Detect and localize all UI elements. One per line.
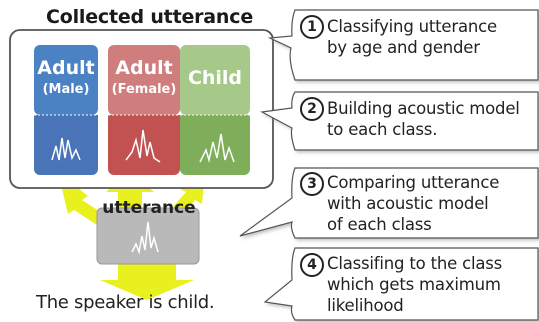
category-top: [180, 45, 250, 115]
step-line: Classifying utterance: [327, 17, 497, 36]
category-label-adult-female: Adult (Female): [108, 57, 180, 98]
category-top: [108, 45, 180, 115]
category-top: [34, 45, 98, 115]
utterance-box-bg: [96, 207, 200, 265]
category-main-label: Adult: [115, 57, 173, 79]
waveform-icon: [51, 137, 81, 161]
step-line: with acoustic model: [327, 194, 489, 213]
category-label-child: Child: [180, 67, 250, 90]
waveform-icon: [131, 221, 159, 255]
step-line: which gets maximum: [327, 275, 501, 294]
utterance-box: [96, 207, 200, 265]
step-line: to each class.: [327, 120, 438, 139]
category-main-label: Adult: [37, 57, 95, 79]
step-text-1: Classifying utterance by age and gender: [327, 16, 497, 58]
result-text: The speaker is child.: [36, 292, 215, 313]
category-sub-label: (Male): [42, 81, 90, 97]
arrow-down-result: [100, 262, 194, 300]
step-line: Comparing utterance: [327, 173, 500, 192]
step-line: of each class: [327, 215, 432, 234]
callout-step-1: [267, 9, 539, 81]
callout-step-2: [260, 91, 539, 151]
utterance-label: utterance: [102, 198, 196, 218]
step-line: likelihood: [327, 296, 404, 315]
step-number-1: 1: [300, 15, 324, 39]
category-bottom-join: [108, 115, 180, 125]
diagram-title: Collected utterance: [46, 6, 253, 28]
step-line: Building acoustic model: [327, 99, 520, 118]
waveform-icon: [199, 133, 235, 163]
step-callouts: [239, 9, 539, 321]
step-text-2: Building acoustic model to each class.: [327, 98, 520, 140]
category-main-label: Child: [187, 67, 243, 89]
step-number-4: 4: [300, 253, 324, 277]
callout-step-4: [263, 247, 539, 321]
category-child: [180, 45, 250, 175]
category-sub-label: (Female): [111, 81, 177, 97]
category-bottom-join: [34, 115, 98, 125]
category-adult-male: [34, 45, 98, 175]
category-bottom: [34, 115, 98, 175]
category-bottom-join: [180, 115, 250, 125]
step-line: Classifing to the class: [327, 254, 503, 273]
step-text-3: Comparing utterance with acoustic model …: [327, 172, 499, 235]
category-adult-female: [108, 45, 180, 175]
step-number-3: 3: [300, 172, 324, 196]
step-line: by age and gender: [327, 38, 480, 57]
step-number-2: 2: [300, 97, 324, 121]
waveform-icon: [125, 129, 161, 163]
step-text-4: Classifing to the class which gets maxim…: [327, 253, 502, 316]
category-label-adult-male: Adult (Male): [34, 57, 98, 98]
